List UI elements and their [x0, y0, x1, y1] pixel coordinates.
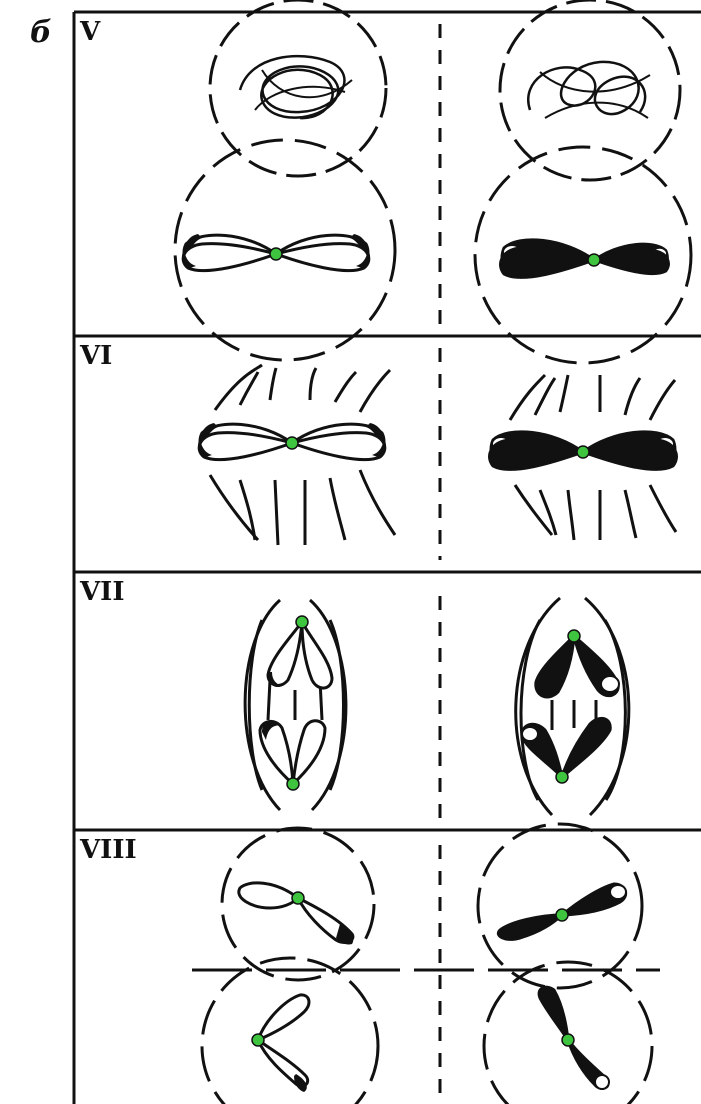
- centromere: [556, 771, 568, 783]
- centromere: [577, 446, 589, 458]
- centromere: [270, 248, 282, 260]
- bivalent-metaphase-left: [198, 423, 386, 460]
- nucleus-tangled-right: [500, 0, 680, 180]
- panel-label-v: V: [79, 17, 101, 47]
- chromosome-pole-bottom-left: [260, 720, 325, 790]
- panel-frame: [74, 12, 701, 1104]
- panel-v: [175, 0, 691, 363]
- centromere: [296, 616, 308, 628]
- nucleus-bivalent-left: [175, 140, 395, 360]
- chromosome-pole-top-right: [536, 630, 619, 697]
- nucleus-telophase-bottom-right: [484, 962, 652, 1104]
- panel-label-viii: VIII: [79, 835, 137, 865]
- panel-vi: [198, 348, 676, 560]
- centromere: [556, 909, 568, 921]
- panel-label-vi: VI: [79, 341, 112, 371]
- centromere: [292, 892, 304, 904]
- bivalent-metaphase-right: [490, 432, 677, 470]
- centromere: [286, 437, 298, 449]
- nucleus-telophase-top-left: [222, 828, 374, 980]
- centromere: [568, 630, 580, 642]
- chromosome-pole-bottom-right: [522, 718, 610, 783]
- centromere: [562, 1034, 574, 1046]
- centromere: [252, 1034, 264, 1046]
- figure-letter: б: [30, 15, 52, 50]
- panel-label-vii: VII: [79, 577, 125, 607]
- panel-viii: [192, 824, 660, 1104]
- nucleus-tangled-left: [210, 0, 386, 176]
- panel-vii: [245, 596, 629, 820]
- centromere: [588, 254, 600, 266]
- centromere: [287, 778, 299, 790]
- chromosome-pole-top-left: [268, 616, 332, 688]
